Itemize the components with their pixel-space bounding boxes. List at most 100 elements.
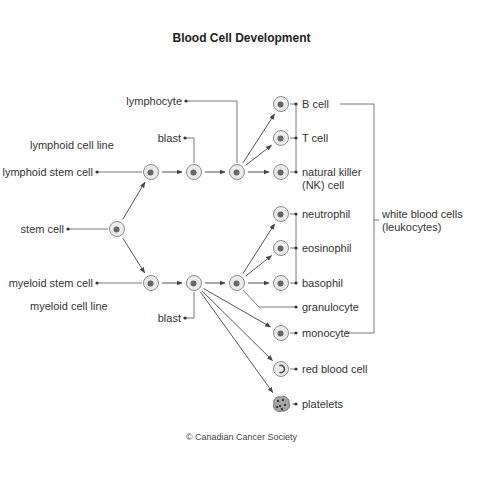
leader-dot [294,305,297,308]
cell-nucleus [278,246,284,252]
development-arrow [200,292,272,393]
cell-node: myeloid stem cell [143,275,159,291]
leader-line [97,283,142,284]
cell-node: platelets [271,394,291,414]
platelet-granule [284,404,286,406]
platelet-granule [282,399,284,401]
cell-membrane [274,97,289,112]
leader-dot [66,227,69,230]
development-arrow [202,291,273,361]
leader-dot [294,170,297,173]
cell-node: basophil [273,275,289,291]
cell-membrane [274,362,289,377]
cell-node: lymphoid stem cell [143,164,159,180]
leader-line [186,101,237,163]
cell-label: stem cell [21,223,64,236]
development-arrow [248,172,269,173]
cell-nucleus [234,281,240,287]
cell-label: lymphoid stem cell [3,166,93,179]
cell-node: eosinophil [273,240,289,256]
group-label: white blood cells (leukocytes) [382,208,472,234]
cell-node: lymphocyte [229,164,245,180]
leader-dot [294,281,297,284]
leader-dot [294,212,297,215]
cell-membrane [144,276,159,291]
cell-shape [186,164,202,180]
cell-nucleus [278,281,284,287]
cell-nucleus [191,281,197,287]
cell-node: monocyte [273,325,289,341]
leukocyte-bracket [374,220,379,221]
development-arrow [246,145,272,165]
leader-line [185,138,194,163]
cell-nucleus [278,102,284,108]
cell-shape [273,240,289,256]
cell-node: granulocyte [229,275,245,291]
cell-nucleus [278,212,284,218]
leader-line [243,290,296,307]
cell-label: red blood cell [302,363,367,376]
development-arrow [162,172,182,173]
cell-node: B cell [273,96,289,112]
development-arrow [205,283,225,284]
leader-dot [294,246,297,249]
cell-membrane [274,276,289,291]
leader-dot [184,99,187,102]
leader-line [97,172,142,173]
cell-membrane [274,326,289,341]
cell-membrane [144,165,159,180]
cell-shape [186,275,202,291]
cell-label: blast [158,132,181,145]
platelet-granule [279,405,281,407]
leader-lines [68,101,379,404]
cell-nucleus [234,170,240,176]
development-arrow [204,289,271,328]
cell-shape [273,275,289,291]
group-label: lymphoid cell line [30,139,114,152]
cell-membrane [274,165,289,180]
cell-node: neutrophil [273,206,289,222]
cell-membrane [230,276,245,291]
cell-label: T cell [302,132,328,145]
leader-line [68,229,108,230]
cell-nucleus [278,136,284,142]
platelet-granule [277,400,279,402]
cell-nucleus [148,281,154,287]
cell-membrane [187,165,202,180]
cell-crescent [280,365,284,372]
cell-label: eosinophil [302,242,352,255]
edge-layer [123,114,275,393]
cell-node: red blood cell [273,361,289,377]
cell-label: lymphocyte [126,95,182,108]
cell-label: blast [158,312,181,325]
copyright-note: © Canadian Cancer Society [0,432,483,443]
leader-dot [294,367,297,370]
cell-shape [273,361,289,377]
cell-nucleus [278,170,284,176]
leader-dot [294,136,297,139]
leader-dot [294,331,297,334]
cell-node: stem cell [109,221,125,237]
cell-shape [273,130,289,146]
cell-shape [229,275,245,291]
leader-dot [95,281,98,284]
cell-shape [229,164,245,180]
leader-dot [294,102,297,105]
platelet-body [274,396,290,411]
development-arrow [248,283,269,284]
cell-label: monocyte [302,327,350,340]
leader-dot [95,170,98,173]
cell-shape [143,164,159,180]
development-arrow [123,238,145,272]
cell-label: natural killer (NK) cell [302,166,377,192]
cell-membrane [274,241,289,256]
platelet-granule [276,406,278,408]
diagram-title: Blood Cell Development [0,31,483,46]
cell-membrane [230,165,245,180]
cell-label: granulocyte [302,301,359,314]
platelet-granule [281,408,283,410]
cell-membrane [274,207,289,222]
cell-shape [143,275,159,291]
